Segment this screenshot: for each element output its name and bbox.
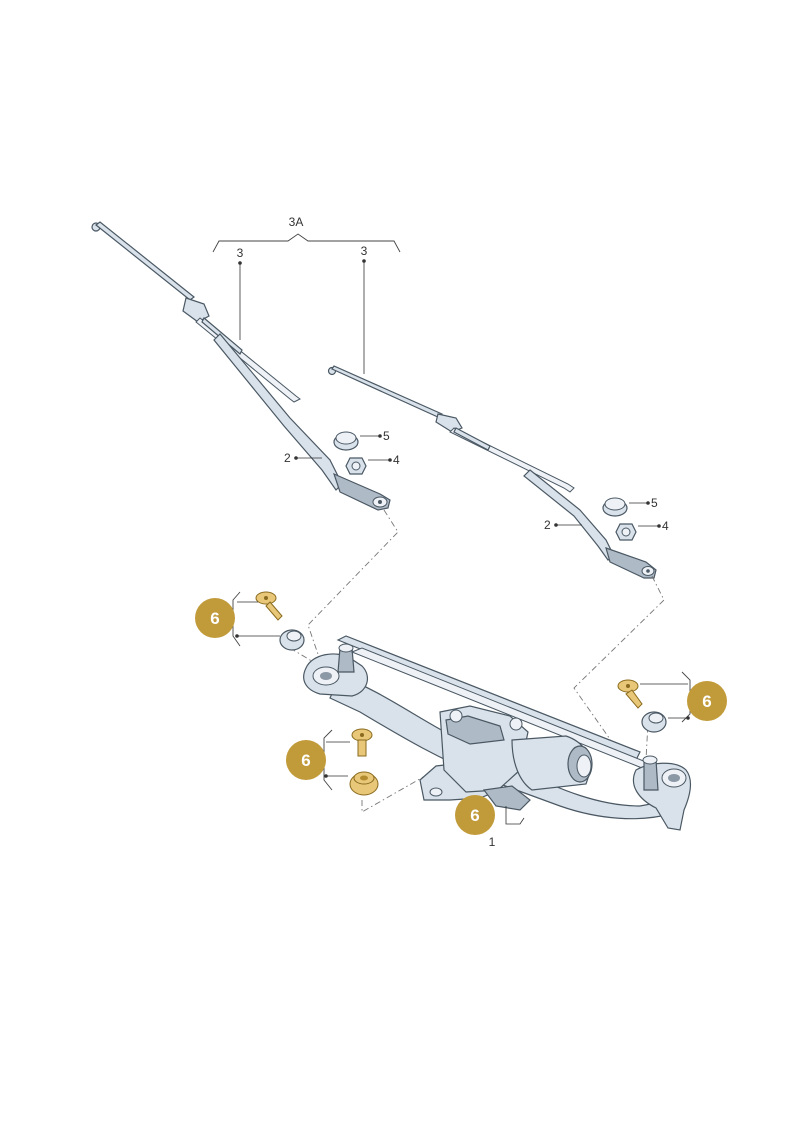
- badge-6-right: 6: [687, 681, 727, 721]
- left-wiper-blade: [91, 221, 301, 403]
- svg-text:6: 6: [210, 609, 219, 628]
- label-4-right: 4: [662, 519, 669, 533]
- label-5-left: 5: [383, 429, 390, 443]
- right-wiper-arm: [523, 469, 657, 579]
- left-nut: [345, 457, 367, 475]
- alignment-lines: [289, 509, 665, 813]
- badge-6-center-left: 6: [286, 740, 326, 780]
- svg-text:6: 6: [470, 806, 479, 825]
- left-bolt: [255, 591, 283, 621]
- label-4-left: 4: [393, 453, 400, 467]
- label-1: 1: [489, 835, 496, 849]
- right-nut: [615, 523, 637, 541]
- svg-text:6: 6: [301, 751, 310, 770]
- center-grommet: [349, 771, 379, 796]
- left-grommet: [279, 629, 305, 651]
- right-grommet: [641, 711, 667, 733]
- badge-6-bottom: 6: [455, 795, 495, 835]
- svg-text:6: 6: [702, 692, 711, 711]
- right-cap: [602, 497, 628, 517]
- label-2-left: 2: [284, 451, 291, 465]
- left-cap: [333, 431, 359, 451]
- center-bolt: [351, 728, 373, 757]
- left-wiper-arm: [213, 333, 391, 511]
- label-2-right: 2: [544, 518, 551, 532]
- right-wiper-blade: [327, 365, 575, 493]
- label-3A: 3A: [289, 215, 304, 229]
- label-3-right: 3: [361, 244, 368, 258]
- right-bolt: [617, 679, 643, 709]
- badge-6-left: 6: [195, 598, 235, 638]
- wiper-linkage: [303, 635, 692, 831]
- label-3-left: 3: [237, 246, 244, 260]
- group-3A-bracket: 3A: [212, 215, 401, 253]
- label-5-right: 5: [651, 496, 658, 510]
